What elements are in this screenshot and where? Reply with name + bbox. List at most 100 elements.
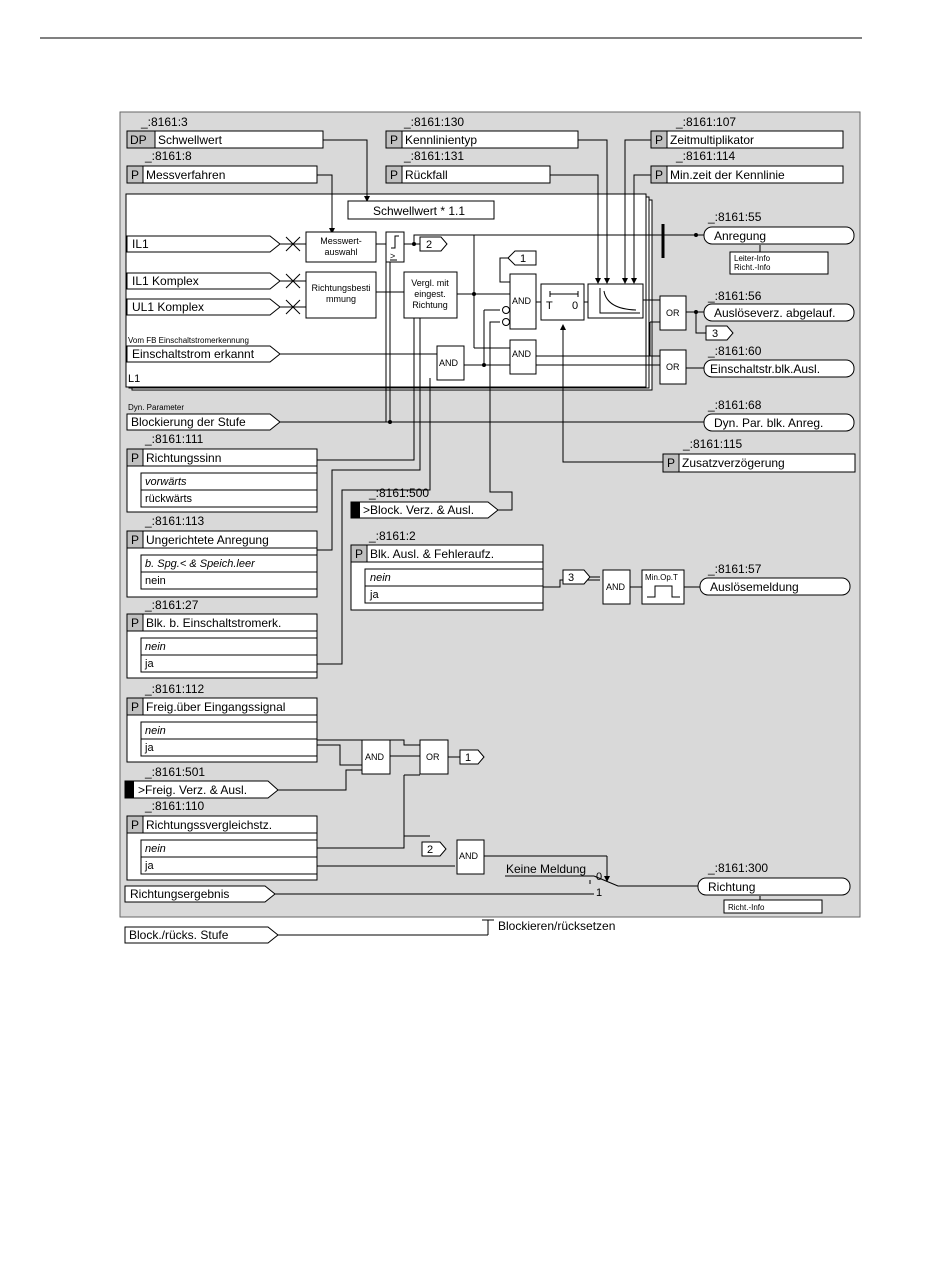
and-gate-freig: AND [361,739,391,775]
param-label: Blk. b. Einschaltstromerk. [146,616,281,630]
svg-text:Richtung: Richtung [412,300,448,310]
param-tag: P [667,456,675,470]
output-8161-300: _:8161:300 Richtung Richt.-Info [697,861,851,914]
svg-text:OR: OR [666,308,680,318]
param-label: Min.zeit der Kennlinie [670,168,785,182]
output-8161-68: _:8161:68 Dyn. Par. blk. Anreg. [703,398,855,432]
param-label: Richtungssvergleichstz. [146,818,272,832]
svg-text:Richtung: Richtung [708,880,755,894]
characteristic-block [587,283,644,319]
svg-text:AND: AND [439,358,459,368]
param-tag: P [355,547,363,561]
svg-text:AND: AND [512,349,532,359]
input-block-500[interactable]: _:8161:500 >Block. Verz. & Ausl. [350,486,499,519]
svg-text:2: 2 [426,239,432,251]
and-gate-einsch-input: AND [436,345,465,381]
svg-text:nein: nein [145,843,166,855]
input-il1-komplex[interactable]: IL1 Komplex [126,272,281,290]
svg-text:Anregung: Anregung [714,229,766,243]
input-blockierung-stufe[interactable]: Blockierung der Stufe [126,413,281,431]
dyn-caption: Dyn. Parameter [128,403,184,412]
junction-dots [388,233,698,424]
input-richtungsergebnis[interactable]: Richtungsergebnis [124,885,276,903]
param-8161-27[interactable]: _:8161:27 P Blk. b. Einschaltstromerk. n… [126,598,318,679]
svg-text:_:8161:501: _:8161:501 [144,765,205,779]
svg-text:AND: AND [459,851,479,861]
param-8161-2[interactable]: _:8161:2 P Blk. Ausl. & Fehleraufz. nein… [350,529,544,611]
svg-text:Richt.-Info: Richt.-Info [728,903,765,912]
svg-text:mmung: mmung [326,294,356,304]
svg-text:Richtungsbesti: Richtungsbesti [311,283,370,293]
and-gate-einschalt: AND [509,339,537,375]
svg-text:3: 3 [568,572,574,584]
switch-0: 0 [596,871,602,883]
svg-text:_:8161:55: _:8161:55 [707,210,762,224]
svg-text:Auslösemeldung: Auslösemeldung [710,580,799,594]
svg-text:3: 3 [712,328,718,340]
param-id: _:8161:115 [682,437,742,451]
svg-text:AND: AND [512,296,532,306]
param-id: _:8161:113 [144,514,204,528]
svg-text:_:8161:68: _:8161:68 [707,398,762,412]
input-il1[interactable]: IL1 [126,235,281,253]
param-label: Kennlinientyp [405,133,477,147]
svg-text:Block./rücks. Stufe: Block./rücks. Stufe [129,928,229,942]
svg-text:ja: ja [144,860,154,872]
param-8161-112[interactable]: _:8161:112 P Freig.über Eingangssignal n… [126,682,318,763]
output-8161-60: _:8161:60 Einschaltstr.blk.Ausl. [703,344,855,378]
param-id: _:8161:114 [675,149,735,163]
param-8161-107[interactable]: _:8161:107 P Zeitmultiplikator [650,115,844,149]
timer-block: T 0 [540,283,585,321]
param-tag: P [131,700,139,714]
param-8161-130[interactable]: _:8161:130 P Kennlinientyp [385,115,579,149]
svg-text:UL1 Komplex: UL1 Komplex [132,300,204,314]
param-8161-114[interactable]: _:8161:114 P Min.zeit der Kennlinie [650,149,844,184]
svg-text:0: 0 [572,300,578,312]
input-block-ruecks-stufe[interactable]: Block./rücks. Stufe [124,926,279,944]
param-8161-3[interactable]: _:8161:3 DP Schwellwert [126,115,324,149]
svg-text:auswahl: auswahl [324,247,357,257]
svg-text:1: 1 [465,752,471,764]
param-tag: DP [130,133,147,147]
svg-text:Messwert-: Messwert- [320,236,362,246]
input-freig-501[interactable]: _:8161:501 >Freig. Verz. & Ausl. [124,765,279,799]
l1-label: L1 [128,373,140,385]
param-label: Ungerichtete Anregung [146,533,269,547]
param-8161-110[interactable]: _:8161:110 P Richtungssvergleichstz. nei… [126,799,318,881]
wiring [275,139,761,936]
svg-text:b. Spg.< & Speich.leer: b. Spg.< & Speich.leer [145,558,256,570]
input-einschaltstrom[interactable]: Einschaltstrom erkannt [126,345,281,363]
param-8161-115[interactable]: _:8161:115 P Zusatzverzögerung [662,437,856,473]
param-8161-111[interactable]: _:8161:111 P Richtungssinn vorwärts rück… [126,432,318,513]
param-label: Zusatzverzögerung [682,456,785,470]
svg-text:>Freig. Verz. & Ausl.: >Freig. Verz. & Ausl. [138,783,247,797]
output-8161-57: _:8161:57 Auslösemeldung [699,562,851,596]
svg-text:nein: nein [370,572,391,584]
switch-1: 1 [596,887,602,899]
param-id: _:8161:112 [144,682,204,696]
input-ul1-komplex[interactable]: UL1 Komplex [126,298,281,316]
param-8161-131[interactable]: _:8161:131 P Rückfall [385,149,551,184]
param-8161-113[interactable]: _:8161:113 P Ungerichtete Anregung b. Sp… [126,514,318,598]
svg-text:_:8161:300: _:8161:300 [707,861,768,875]
svg-text:nein: nein [145,725,166,737]
param-tag: P [131,616,139,630]
param-label: Messverfahren [146,168,225,182]
param-id: _:8161:8 [144,149,192,163]
svg-text:_:8161:57: _:8161:57 [707,562,762,576]
param-tag: P [655,133,663,147]
param-tag: P [131,533,139,547]
param-id: _:8161:131 [403,149,464,163]
and-gate-trip: AND [602,569,631,605]
and-gate-main: AND [502,273,537,330]
param-tag: P [131,818,139,832]
param-label: Freig.über Eingangssignal [146,700,285,714]
svg-text:Auslöseverz. abgelauf.: Auslöseverz. abgelauf. [714,306,835,320]
param-8161-8[interactable]: _:8161:8 P Messverfahren [126,149,318,184]
param-id: _:8161:110 [144,799,204,813]
svg-text:Blockierung der Stufe: Blockierung der Stufe [131,415,246,429]
svg-text:>: > [390,251,395,261]
param-tag: P [390,133,398,147]
svg-text:vorwärts: vorwärts [145,476,187,488]
connector-3-a: 3 [705,325,734,341]
